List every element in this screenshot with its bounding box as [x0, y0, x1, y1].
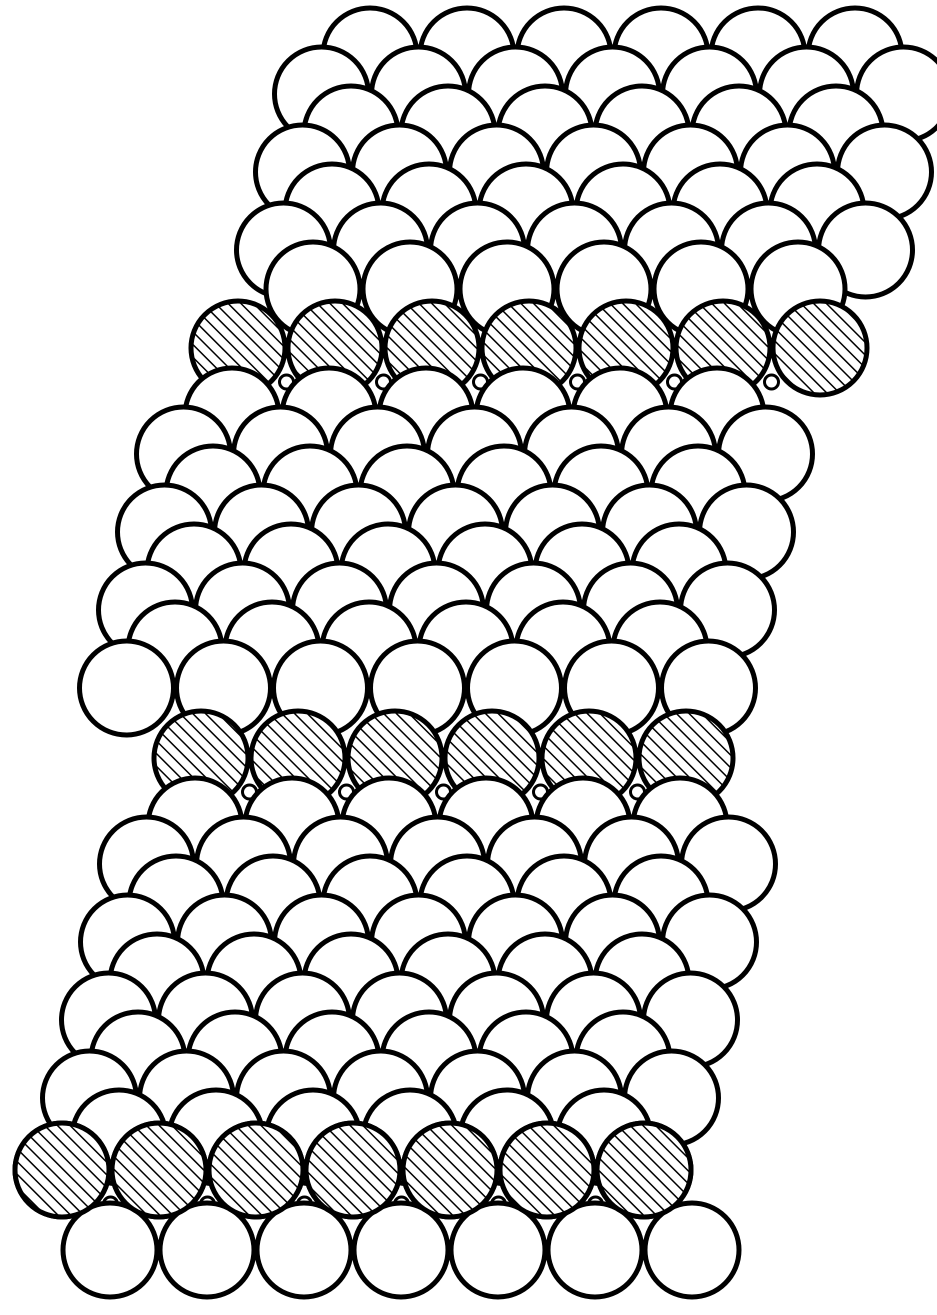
- lower-terrace: [15, 778, 776, 1297]
- middle-terrace: [80, 368, 813, 805]
- step-edge-atom: [403, 1123, 497, 1217]
- step-edge-atom: [306, 1123, 400, 1217]
- step-edge-atom: [15, 1123, 109, 1217]
- bond-dot: [765, 375, 779, 389]
- step-edge-atom: [500, 1123, 594, 1217]
- step-edge-atom: [112, 1123, 206, 1217]
- upper-terrace: [191, 8, 937, 395]
- step-edge-atom: [209, 1123, 303, 1217]
- step-edge-atom: [773, 301, 867, 395]
- substrate-atom: [80, 641, 174, 735]
- step-edge-atom: [597, 1123, 691, 1217]
